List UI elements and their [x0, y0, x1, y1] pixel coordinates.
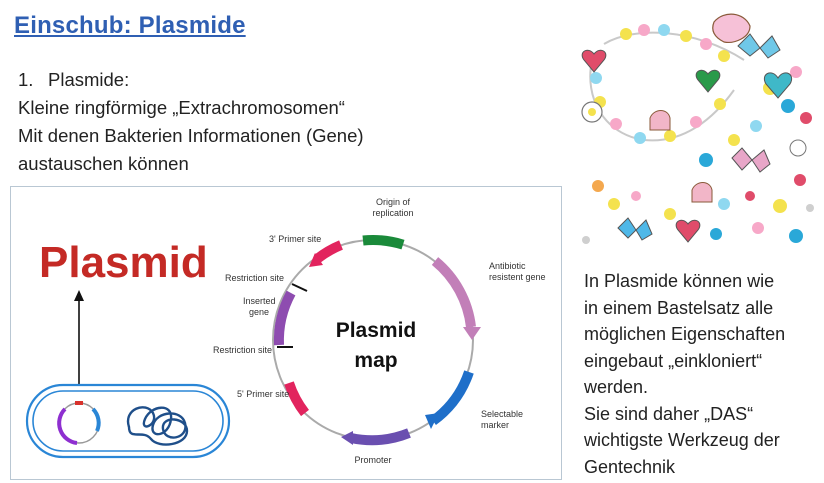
heart-charm	[764, 72, 792, 99]
bead	[582, 236, 590, 244]
note-line: eingebaut „einkloniert“	[584, 350, 763, 371]
plasmid-figure: Plasmid	[10, 186, 562, 480]
heart-charm	[675, 219, 701, 243]
bead	[634, 132, 646, 144]
label-primer3: 3' Primer site	[269, 234, 321, 244]
promoter-segment	[349, 428, 411, 446]
antibiotic-segment	[431, 257, 476, 328]
label-restriction-a: Restriction site	[225, 273, 284, 283]
promoter-arrowhead	[341, 431, 353, 445]
origin-segment	[362, 235, 405, 250]
map-title-line1: Plasmid	[336, 319, 417, 342]
label-antibiotic-2: resistent gene	[489, 272, 546, 282]
butterfly-charm	[731, 147, 771, 173]
bead	[710, 228, 722, 240]
cupcake-charm	[691, 182, 713, 203]
selectable-segment	[429, 370, 474, 426]
primer5-segment	[284, 381, 310, 417]
bead	[608, 198, 620, 210]
note-line: werden.	[584, 377, 649, 397]
bead	[781, 99, 795, 113]
label-selectable-1: Selectable	[481, 409, 523, 419]
label-antibiotic-1: Antibiotic	[489, 261, 526, 271]
bead	[590, 72, 602, 84]
primer3-arrowhead	[309, 253, 323, 267]
cupcake-charm	[712, 13, 751, 43]
bead	[806, 204, 814, 212]
label-inserted-1: Inserted	[243, 296, 276, 306]
flower-center	[588, 108, 596, 116]
bead	[752, 222, 764, 234]
note-line: Gentechnik	[584, 456, 676, 477]
heart-charm	[695, 69, 721, 93]
note-line: wichtigste Werkzeug der	[584, 430, 780, 450]
up-arrow-head	[74, 290, 84, 301]
bead	[592, 180, 604, 192]
bracelet-illustration	[581, 13, 814, 244]
bead	[718, 198, 730, 210]
bead	[714, 98, 726, 110]
bead	[638, 24, 650, 36]
intro-line: Kleine ringförmige „Extrachromosomen“	[18, 97, 345, 118]
cupcake-charm	[649, 110, 671, 131]
label-origin-1: Origin of	[376, 197, 411, 207]
cell-plasmid-arc-purple	[57, 407, 78, 445]
note-line: In Plasmide können wie	[584, 271, 775, 291]
plasmid-diagram: Plasmid	[25, 197, 546, 465]
bead	[664, 130, 676, 142]
bead	[699, 153, 713, 167]
bead	[794, 174, 806, 186]
bead	[690, 116, 702, 128]
bead	[789, 229, 803, 243]
explanation-text: In Plasmide können wie in einem Bastelsa…	[584, 268, 820, 480]
flower-charm	[789, 139, 807, 157]
bead	[631, 191, 641, 201]
butterfly-charm	[737, 33, 781, 59]
inserted-gene-segment	[273, 290, 296, 346]
note-line: möglichen Eigenschaften	[584, 324, 786, 344]
restriction-tick-a	[291, 283, 308, 292]
bead	[728, 134, 740, 146]
note-line: Sie sind daher „DAS“	[584, 403, 754, 424]
note-line: in einem Bastelsatz alle	[584, 297, 774, 318]
bead	[745, 191, 755, 201]
bead	[790, 66, 802, 78]
label-inserted-2: gene	[249, 307, 269, 317]
cell-inner-membrane	[32, 390, 224, 452]
intro-text: 1. Plasmide: Kleine ringförmige „Extrachr…	[18, 66, 364, 178]
heading-text: Plasmide:	[48, 69, 130, 90]
bead	[658, 24, 670, 36]
bracelet-photo	[574, 8, 820, 252]
label-origin-2: replication	[372, 208, 413, 218]
intro-heading: 1. Plasmide:	[18, 66, 364, 94]
label-selectable-2: marker	[481, 420, 509, 430]
cell-plasmid-origin	[75, 401, 83, 405]
bead	[610, 118, 622, 130]
dna-coil	[126, 406, 189, 446]
map-title-line2: map	[354, 349, 397, 372]
page-title: Einschub: Plasmide	[14, 12, 246, 39]
bead	[773, 199, 787, 213]
label-promoter: Promoter	[354, 455, 391, 465]
label-primer5: 5' Primer site	[237, 389, 289, 399]
butterfly-charm	[617, 217, 653, 241]
antibiotic-arrowhead	[463, 327, 481, 340]
bead	[700, 38, 712, 50]
intro-line: austauschen können	[18, 153, 189, 174]
bead	[718, 50, 730, 62]
intro-line: Mit denen Bakterien Informationen (Gene)	[18, 125, 364, 146]
primer3-segment	[313, 240, 344, 264]
bead	[620, 28, 632, 40]
bead	[800, 112, 812, 124]
list-number: 1.	[18, 69, 34, 90]
cell-outer-membrane	[25, 383, 231, 459]
bead	[664, 208, 676, 220]
label-restriction-b: Restriction site	[213, 345, 272, 355]
bead	[750, 120, 762, 132]
plasmid-big-label: Plasmid	[39, 238, 208, 287]
cell-plasmid-arc-blue	[91, 407, 101, 432]
heart-charm	[581, 49, 607, 73]
selectable-arrowhead	[425, 413, 439, 429]
bead	[680, 30, 692, 42]
